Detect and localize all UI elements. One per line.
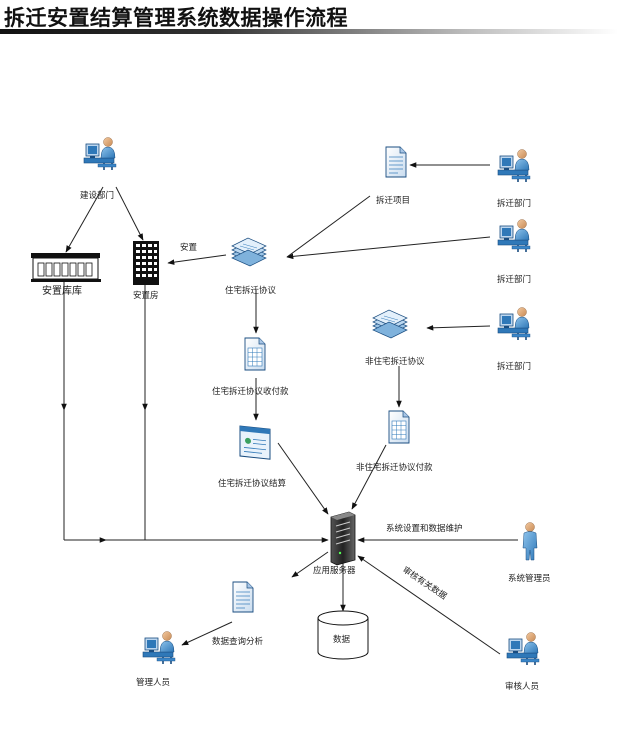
- zhuzhai-jiesuan-label: 住宅拆迁协议结算: [218, 478, 287, 489]
- xitong-guanliyuan-user-icon: [522, 522, 538, 561]
- zhuzhai-xieyi-stack-icon: [231, 237, 267, 267]
- edge-server-to-chaxun: [291, 551, 329, 578]
- fei-zhuzhai-fukuan-sheet-icon: [388, 410, 410, 444]
- chaiqian-xiangmu-label: 拆迁项目: [376, 195, 410, 206]
- app-server-label: 应用服务器: [313, 565, 356, 576]
- jianshe-label: 建设部门: [80, 190, 114, 201]
- anzhi-chuku-label: 安置库库: [42, 284, 82, 297]
- edge-jianshe-to-anzhi-chuku: [65, 186, 104, 253]
- shenhe-renyuan-user-icon: [506, 631, 540, 666]
- anzhi-edge-label: 安置: [180, 242, 198, 253]
- zhuzhai-shoufu-sheet-icon: [244, 337, 266, 371]
- xitong-guanliyuan-label: 系统管理员: [508, 573, 551, 584]
- guanli-renyuan-label: 管理人员: [136, 677, 170, 688]
- server-icon: [330, 511, 356, 566]
- warehouse-icon: [31, 253, 101, 282]
- edge-shenhe-to-server: [357, 555, 501, 655]
- chaiqian-bumen-2-label: 拆迁部门: [497, 274, 531, 285]
- edge-bumen2-to-xieyi: [286, 236, 491, 260]
- shenhe-shuju-label: 审核有关数据: [400, 564, 449, 602]
- edge-xiangmu-to-xieyi: [286, 195, 371, 258]
- building-icon: [133, 241, 159, 285]
- fei-zhuzhai-fukuan-label: 非住宅拆迁协议付款: [356, 462, 433, 473]
- zhuzhai-shoufu-label: 住宅拆迁协议收付款: [212, 386, 289, 397]
- chaiqian-xiangmu-doc-icon: [385, 146, 407, 178]
- zhuzhai-xieyi-label: 住宅拆迁协议: [225, 285, 277, 296]
- chaiqian-bumen-3-user-icon: [497, 306, 531, 341]
- shuju-label: 数据: [333, 634, 351, 645]
- edge-chaxun-to-guanli: [181, 621, 233, 646]
- guanli-renyuan-user-icon: [142, 630, 176, 665]
- shuju-chaxun-doc-icon: [232, 581, 254, 613]
- shuju-chaxun-label: 数据查询分析: [212, 636, 264, 647]
- jianshe-user-icon: [83, 136, 117, 171]
- edge-fukuan-to-server: [351, 444, 387, 510]
- chaiqian-bumen-1-user-icon: [497, 148, 531, 183]
- chaiqian-bumen-2-user-icon: [497, 218, 531, 253]
- chaiqian-bumen-1-label: 拆迁部门: [497, 198, 531, 209]
- page-title: 拆迁安置结算管理系统数据操作流程: [4, 6, 348, 30]
- edge-bumen3-to-fei-xieyi: [426, 325, 491, 331]
- chaiqian-bumen-3-label: 拆迁部门: [497, 361, 531, 372]
- fei-zhuzhai-xieyi-label: 非住宅拆迁协议: [365, 356, 425, 367]
- xitong-shezhi-label: 系统设置和数据维护: [386, 523, 463, 534]
- title-underline: [0, 29, 618, 34]
- jiesuan-window-icon: [239, 425, 271, 460]
- edge-jiesuan-to-server: [277, 442, 329, 515]
- edge-jianshe-to-anzhi-fang: [115, 186, 144, 241]
- anzhi-fang-label: 安置房: [133, 290, 159, 301]
- fei-zhuzhai-xieyi-stack-icon: [372, 309, 408, 339]
- shenhe-renyuan-label: 审核人员: [505, 681, 539, 692]
- edge-xieyi-to-anzhi-fang: [167, 254, 227, 265]
- database-icon: [317, 610, 369, 660]
